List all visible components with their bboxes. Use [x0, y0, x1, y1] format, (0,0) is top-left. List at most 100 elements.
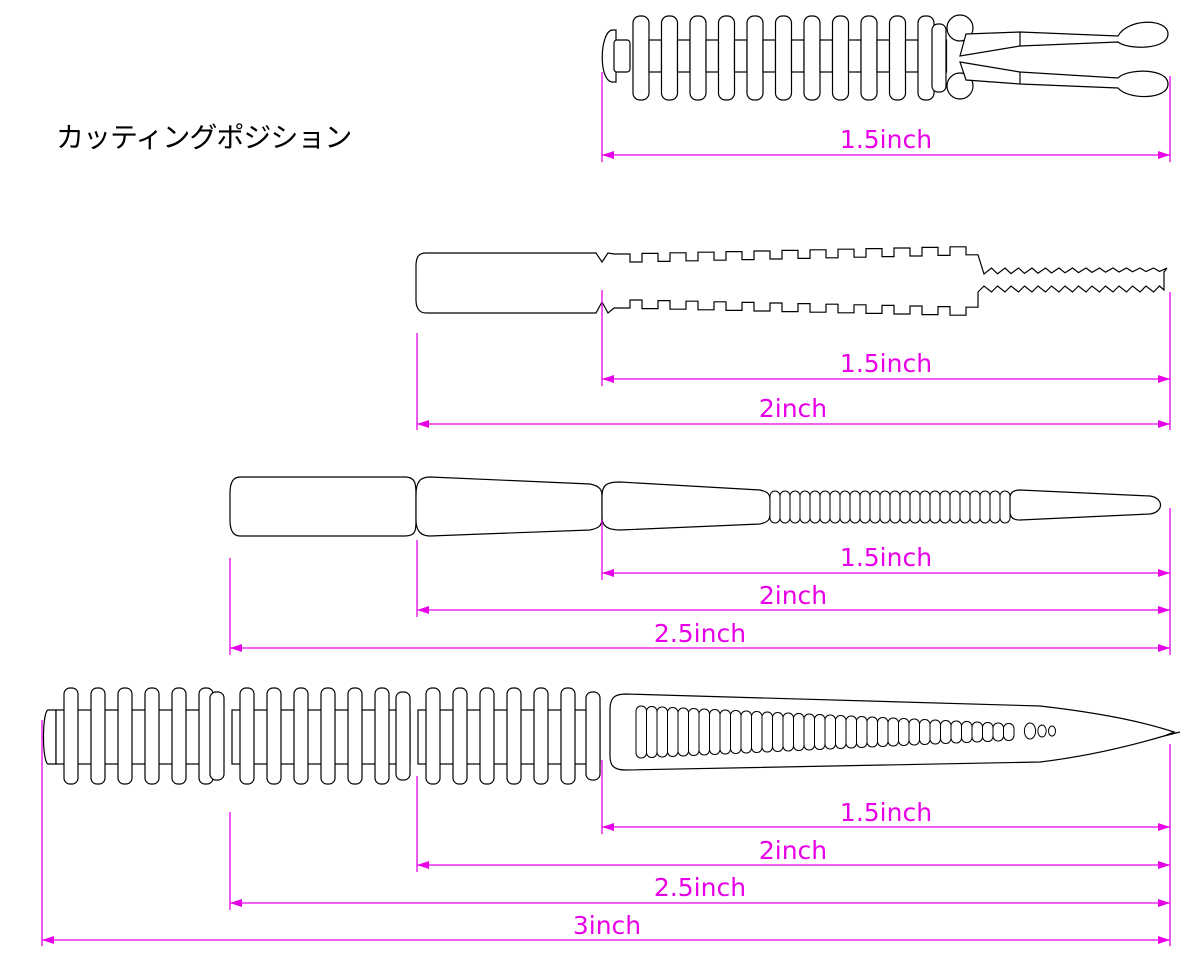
ring — [772, 712, 784, 752]
lure-2-5inch-dimensions: 1.5inch 2inch 2.5inch — [229, 508, 1171, 655]
ring — [656, 706, 668, 758]
ring — [809, 490, 821, 524]
ring — [719, 709, 731, 755]
ring — [869, 490, 881, 524]
rib — [63, 687, 79, 785]
arrow-head — [230, 644, 242, 652]
ring — [919, 490, 931, 524]
rib — [347, 687, 363, 785]
ring — [989, 490, 1001, 524]
ring — [859, 490, 871, 524]
ring — [779, 490, 791, 524]
ring — [698, 708, 710, 756]
arrow-head — [1158, 936, 1170, 944]
arrow-head — [1158, 644, 1170, 652]
ring — [839, 490, 851, 524]
dimension-label: 1.5inch — [840, 125, 932, 154]
rib-gap — [733, 39, 748, 73]
ring — [849, 490, 861, 524]
ring — [979, 490, 991, 524]
dimension-label: 2inch — [759, 581, 827, 610]
ring — [761, 711, 773, 753]
rib — [774, 15, 793, 101]
rib — [860, 15, 878, 101]
ring — [803, 713, 815, 751]
ring — [635, 705, 647, 759]
rib — [266, 687, 282, 785]
arrow-head — [602, 375, 614, 383]
rib-gap — [819, 39, 834, 73]
arrow-head — [417, 420, 429, 428]
rib-gap — [790, 39, 805, 73]
lure-1-5inch-dimension: 1.5inch — [601, 72, 1171, 162]
ring — [1003, 723, 1015, 741]
ring — [961, 721, 973, 743]
dimension-label: 1.5inch — [840, 798, 932, 827]
rib — [293, 687, 309, 785]
ring — [829, 490, 841, 524]
rib — [585, 691, 601, 781]
rib-gap — [904, 39, 919, 73]
rib — [479, 687, 495, 785]
ring — [845, 715, 857, 749]
rib — [239, 687, 255, 785]
dimension-label: 1.5inch — [840, 349, 932, 378]
ring — [667, 707, 679, 757]
rib-gap — [847, 39, 862, 73]
lure-2-5inch-outline — [229, 476, 1162, 537]
lure-2inch-dimensions: 1.5inch 2inch — [416, 290, 1171, 430]
body-core — [55, 709, 223, 765]
ring — [992, 722, 1004, 742]
rib-gap — [676, 39, 691, 73]
ring — [730, 710, 742, 754]
ring — [782, 712, 794, 752]
rib — [144, 687, 160, 785]
ring — [919, 719, 931, 745]
ring — [799, 490, 811, 524]
dimension-label: 1.5inch — [840, 543, 932, 572]
ring — [879, 490, 891, 524]
rib — [209, 691, 225, 781]
arrow-head — [417, 861, 429, 869]
dimension-label: 2.5inch — [654, 619, 746, 648]
dimension-label: 2.5inch — [654, 873, 746, 902]
rib — [632, 15, 650, 101]
ring — [677, 707, 689, 757]
dimension-label: 2inch — [759, 836, 827, 865]
ring — [908, 718, 920, 746]
arrow-head — [417, 606, 429, 614]
ring — [866, 716, 878, 748]
ring — [999, 490, 1011, 524]
rib — [560, 687, 576, 785]
arrow-head — [1158, 569, 1170, 577]
ring — [969, 490, 981, 524]
ring — [1048, 725, 1056, 737]
page-title: カッティングポジション — [56, 121, 352, 154]
ring — [709, 709, 721, 755]
ring — [929, 719, 941, 745]
rib — [831, 15, 850, 101]
ring — [740, 710, 752, 754]
lure-3inch-outline — [42, 687, 1181, 785]
rib — [374, 687, 390, 785]
arrow-head — [1158, 151, 1170, 159]
ring — [646, 706, 658, 758]
ring — [1023, 722, 1037, 740]
rib-gap — [705, 39, 720, 73]
rib — [117, 687, 133, 785]
rib — [803, 15, 821, 101]
ring — [793, 713, 805, 751]
ring — [959, 490, 971, 524]
ring — [971, 721, 983, 743]
rib-gap — [876, 39, 891, 73]
arrow-head — [602, 151, 614, 159]
ring — [889, 490, 901, 524]
rib-gap — [648, 39, 663, 73]
ring — [856, 716, 868, 748]
arrow-head — [230, 899, 242, 907]
arrow-head — [602, 823, 614, 831]
rib — [395, 691, 411, 781]
lure-2inch-outline — [415, 246, 1168, 316]
ring — [929, 490, 941, 524]
